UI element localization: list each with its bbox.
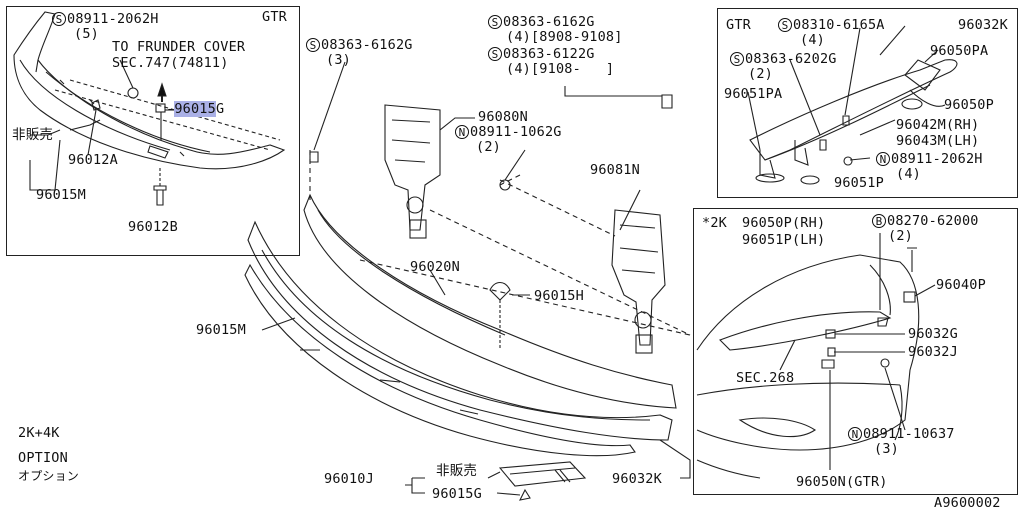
s-symbol-icon: S — [730, 52, 744, 66]
gtr-front-lip-box — [6, 6, 300, 256]
screw-96012b — [153, 185, 167, 206]
label-96050n-gtr: 96050N(GTR) — [796, 474, 888, 490]
bracket-96081n — [611, 209, 666, 354]
label-96015g-main: 96015G — [432, 486, 482, 502]
n-symbol-icon: N — [455, 125, 469, 139]
label-96042m: 96042M(RH) — [896, 117, 980, 133]
diagram-id: A9600002 — [934, 495, 1001, 511]
bolt-08363-6162g — [309, 151, 319, 163]
s-symbol-icon: S — [488, 15, 502, 29]
label-08911-2062h-tr-qty: (4) — [896, 166, 921, 182]
label-08363-6202g-qty: (2) — [748, 66, 773, 82]
leader-not-sold — [30, 129, 61, 136]
label-96051p-tr: 96051P — [834, 175, 884, 191]
label-96051pa: 96051PA — [724, 86, 783, 102]
label-08363-6122g-qty: (4)[9108- ] — [506, 61, 615, 77]
front-lip-spoiler-drawing — [13, 11, 286, 170]
s-symbol-icon: S — [778, 18, 792, 32]
label-96032j: 96032J — [908, 344, 958, 360]
arrow-up-icon — [157, 82, 167, 97]
label-96050p-rh: 96050P(RH) — [742, 215, 826, 231]
label-96043m: 96043M(LH) — [896, 133, 980, 149]
label-not-sold-main: 非販売 — [436, 463, 478, 479]
clip-96012a — [91, 99, 101, 111]
label-sec-268: SEC.268 — [736, 370, 795, 386]
label-08270-62000-qty: (2) — [888, 228, 913, 244]
gtr-rear-spoiler-drawing — [749, 59, 958, 185]
label-08363-6162g-a-qty: (3) — [326, 52, 351, 68]
s-symbol-icon: S — [306, 38, 320, 52]
label-96032k-tr: 96032K — [958, 17, 1008, 33]
b-symbol-icon: B — [872, 214, 886, 228]
label-08363-6162g-b-qty: (4)[8908-9108] — [506, 29, 623, 45]
clip-96015g — [155, 103, 166, 113]
note-option: OPTION — [18, 450, 68, 466]
label-08911-10637-qty: (3) — [874, 441, 899, 457]
label-96051p-lh: 96051P(LH) — [742, 232, 826, 248]
label-sec-747: SEC.747(74811) — [112, 55, 229, 71]
gtr-spoiler-box — [717, 8, 1018, 198]
n-symbol-icon: N — [848, 427, 862, 441]
label-to-frunder-cover: TO FRUNDER COVER — [112, 39, 246, 55]
label-96081n: 96081N — [590, 162, 640, 178]
label-96015h: 96015H — [534, 288, 584, 304]
tag-gtr-left: GTR — [262, 9, 287, 25]
label-96050p-tr: 96050P — [944, 97, 994, 113]
s-symbol-icon: S — [52, 12, 66, 26]
car-rear-drawing — [696, 247, 920, 479]
rear-spoiler-box — [693, 208, 1018, 495]
label-96020n: 96020N — [410, 259, 460, 275]
clip-96015h — [489, 281, 511, 301]
label-08310-6165a-qty: (4) — [800, 32, 825, 48]
label-96015m-main: 96015M — [196, 322, 246, 338]
label-96032g: 96032G — [908, 326, 958, 342]
label-08911-1062g-qty: (2) — [476, 139, 501, 155]
nut-08911-1062g — [499, 179, 511, 191]
bolt-08363-6122g — [661, 94, 673, 109]
label-96032k-main: 96032K — [612, 471, 662, 487]
label-96012a: 96012A — [68, 152, 118, 168]
label-96010j: 96010J — [324, 471, 374, 487]
s-symbol-icon: S — [488, 47, 502, 61]
label-96015m-left: 96015M — [36, 187, 86, 203]
label-96080n: 96080N — [478, 109, 528, 125]
n-symbol-icon: N — [876, 152, 890, 166]
tag-2k: *2K — [702, 215, 727, 231]
bracket-96080n — [384, 104, 441, 239]
label-96015g-highlighted[interactable]: -96015G — [166, 101, 225, 117]
label-08911-2062h-qty: (5) — [74, 26, 99, 42]
label-96012b: 96012B — [128, 219, 178, 235]
tag-gtr-right: GTR — [726, 17, 751, 33]
lower-grille-96010j — [498, 461, 587, 501]
label-96050pa: 96050PA — [930, 43, 989, 59]
front-bumper-drawing — [244, 150, 691, 457]
nut-08911-2062h — [127, 87, 139, 99]
note-option-jp: オプション — [18, 469, 80, 483]
note-2k-4k: 2K+4K — [18, 425, 60, 441]
label-not-sold-left: 非販売 — [12, 127, 54, 143]
label-96040p: 96040P — [936, 277, 986, 293]
